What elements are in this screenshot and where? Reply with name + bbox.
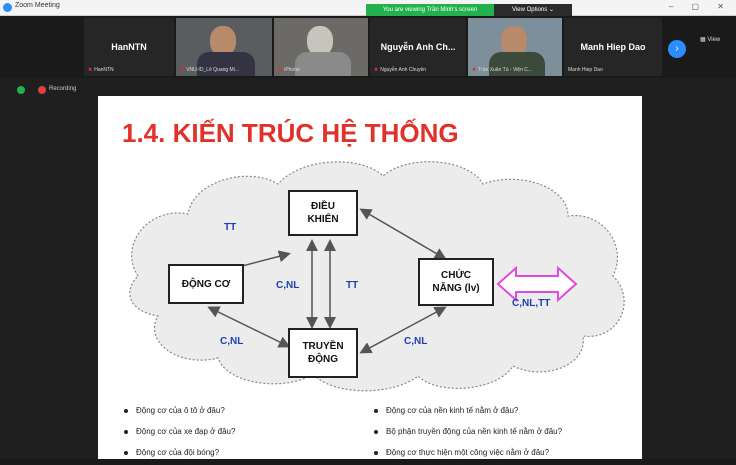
window-controls[interactable]: – ▢ ✕	[668, 2, 732, 11]
participant-tile[interactable]: Manh Hiep Dao Manh Hiep Dao	[564, 18, 662, 76]
meeting-controls-bar[interactable]	[0, 459, 736, 465]
person-video-image	[306, 26, 333, 56]
muted-mic-icon: ✖	[180, 67, 185, 73]
participant-video[interactable]: ✖Trần Xuân Tú - Viện C...	[468, 18, 562, 76]
label-cnl-bottom-left: C,NL	[220, 336, 244, 347]
participant-tile[interactable]: HanNTN ✖HanNTN	[84, 18, 174, 76]
participant-name: Nguyễn Anh Ch...	[380, 42, 456, 52]
participant-label: ✖VNU-ID_Lê Quang Mi...	[180, 67, 240, 73]
participant-strip: HanNTN ✖HanNTN ✖VNU-ID_Lê Quang Mi... ✖i…	[0, 16, 736, 78]
label-cnl-mid: C,NL	[276, 280, 300, 291]
slide-title: 1.4. KIẾN TRÚC HỆ THỐNG	[122, 118, 459, 148]
view-button[interactable]: ▦ View	[700, 37, 721, 43]
next-page-icon[interactable]: ›	[668, 40, 686, 58]
muted-mic-icon: ✖	[278, 67, 283, 73]
participant-name: HanNTN	[111, 42, 147, 52]
bullets-left: Động cơ của ô tô ở đâu? Động cơ của xe đ…	[124, 406, 235, 465]
person-video-body	[488, 52, 546, 76]
muted-mic-icon: ✖	[88, 67, 93, 73]
participant-label: ✖Trần Xuân Tú - Viện C...	[472, 67, 533, 73]
list-item: Bộ phận truyền động của nền kinh tế nằm …	[374, 427, 562, 448]
person-video-image	[209, 26, 236, 56]
participant-label: Manh Hiep Dao	[568, 67, 603, 73]
label-cnl-tt-right: C,NL,TT	[512, 298, 551, 309]
screen-share-banner: You are viewing Trần Minh's screen View …	[366, 4, 572, 16]
participant-name: Manh Hiep Dao	[580, 42, 646, 52]
person-video-body	[197, 52, 255, 76]
participant-label: ✖Nguyễn Anh Chuyên	[374, 67, 427, 73]
window-title: Zoom Meeting	[15, 2, 60, 9]
bullets-right: Động cơ của nền kinh tế nằm ở đâu? Bộ ph…	[374, 406, 562, 465]
architecture-diagram	[129, 161, 625, 392]
list-item: Động cơ của xe đạp ở đâu?	[124, 427, 235, 448]
label-tt-mid: TT	[346, 280, 359, 291]
person-video-body	[294, 52, 352, 76]
list-item: Động cơ của ô tô ở đâu?	[124, 406, 235, 427]
participant-video[interactable]: ✖iPhone	[274, 18, 368, 76]
participant-tile[interactable]: Nguyễn Anh Ch... ✖Nguyễn Anh Chuyên	[370, 18, 466, 76]
label-cnl-bottom-right: C,NL	[404, 336, 428, 347]
list-item: Động cơ của nền kinh tế nằm ở đâu?	[374, 406, 562, 427]
list-item: Động cơ của đội bóng?	[124, 448, 235, 465]
label-tt-top: TT	[224, 222, 237, 233]
person-video-image	[500, 26, 527, 56]
list-item: Động cơ thực hiện một công việc nằm ở đâ…	[374, 448, 562, 465]
participant-label: ✖iPhone	[278, 67, 300, 73]
participant-video[interactable]: ✖VNU-ID_Lê Quang Mi...	[176, 18, 272, 76]
security-shield-icon[interactable]	[17, 86, 25, 94]
muted-mic-icon: ✖	[472, 67, 477, 73]
dong-co-box: ĐỘNG CƠ	[168, 264, 244, 304]
muted-mic-icon: ✖	[374, 67, 379, 73]
output-arrow-icon	[496, 265, 578, 303]
view-options-button[interactable]: View Options ⌄	[494, 4, 572, 16]
recording-label: Recording	[49, 86, 77, 92]
viewing-message: You are viewing Trần Minh's screen	[366, 4, 494, 16]
participant-label: ✖HanNTN	[88, 67, 114, 73]
title-bar: Zoom Meeting You are viewing Trần Minh's…	[0, 0, 736, 16]
zoom-logo-icon	[3, 3, 12, 12]
recording-icon[interactable]	[38, 86, 46, 94]
